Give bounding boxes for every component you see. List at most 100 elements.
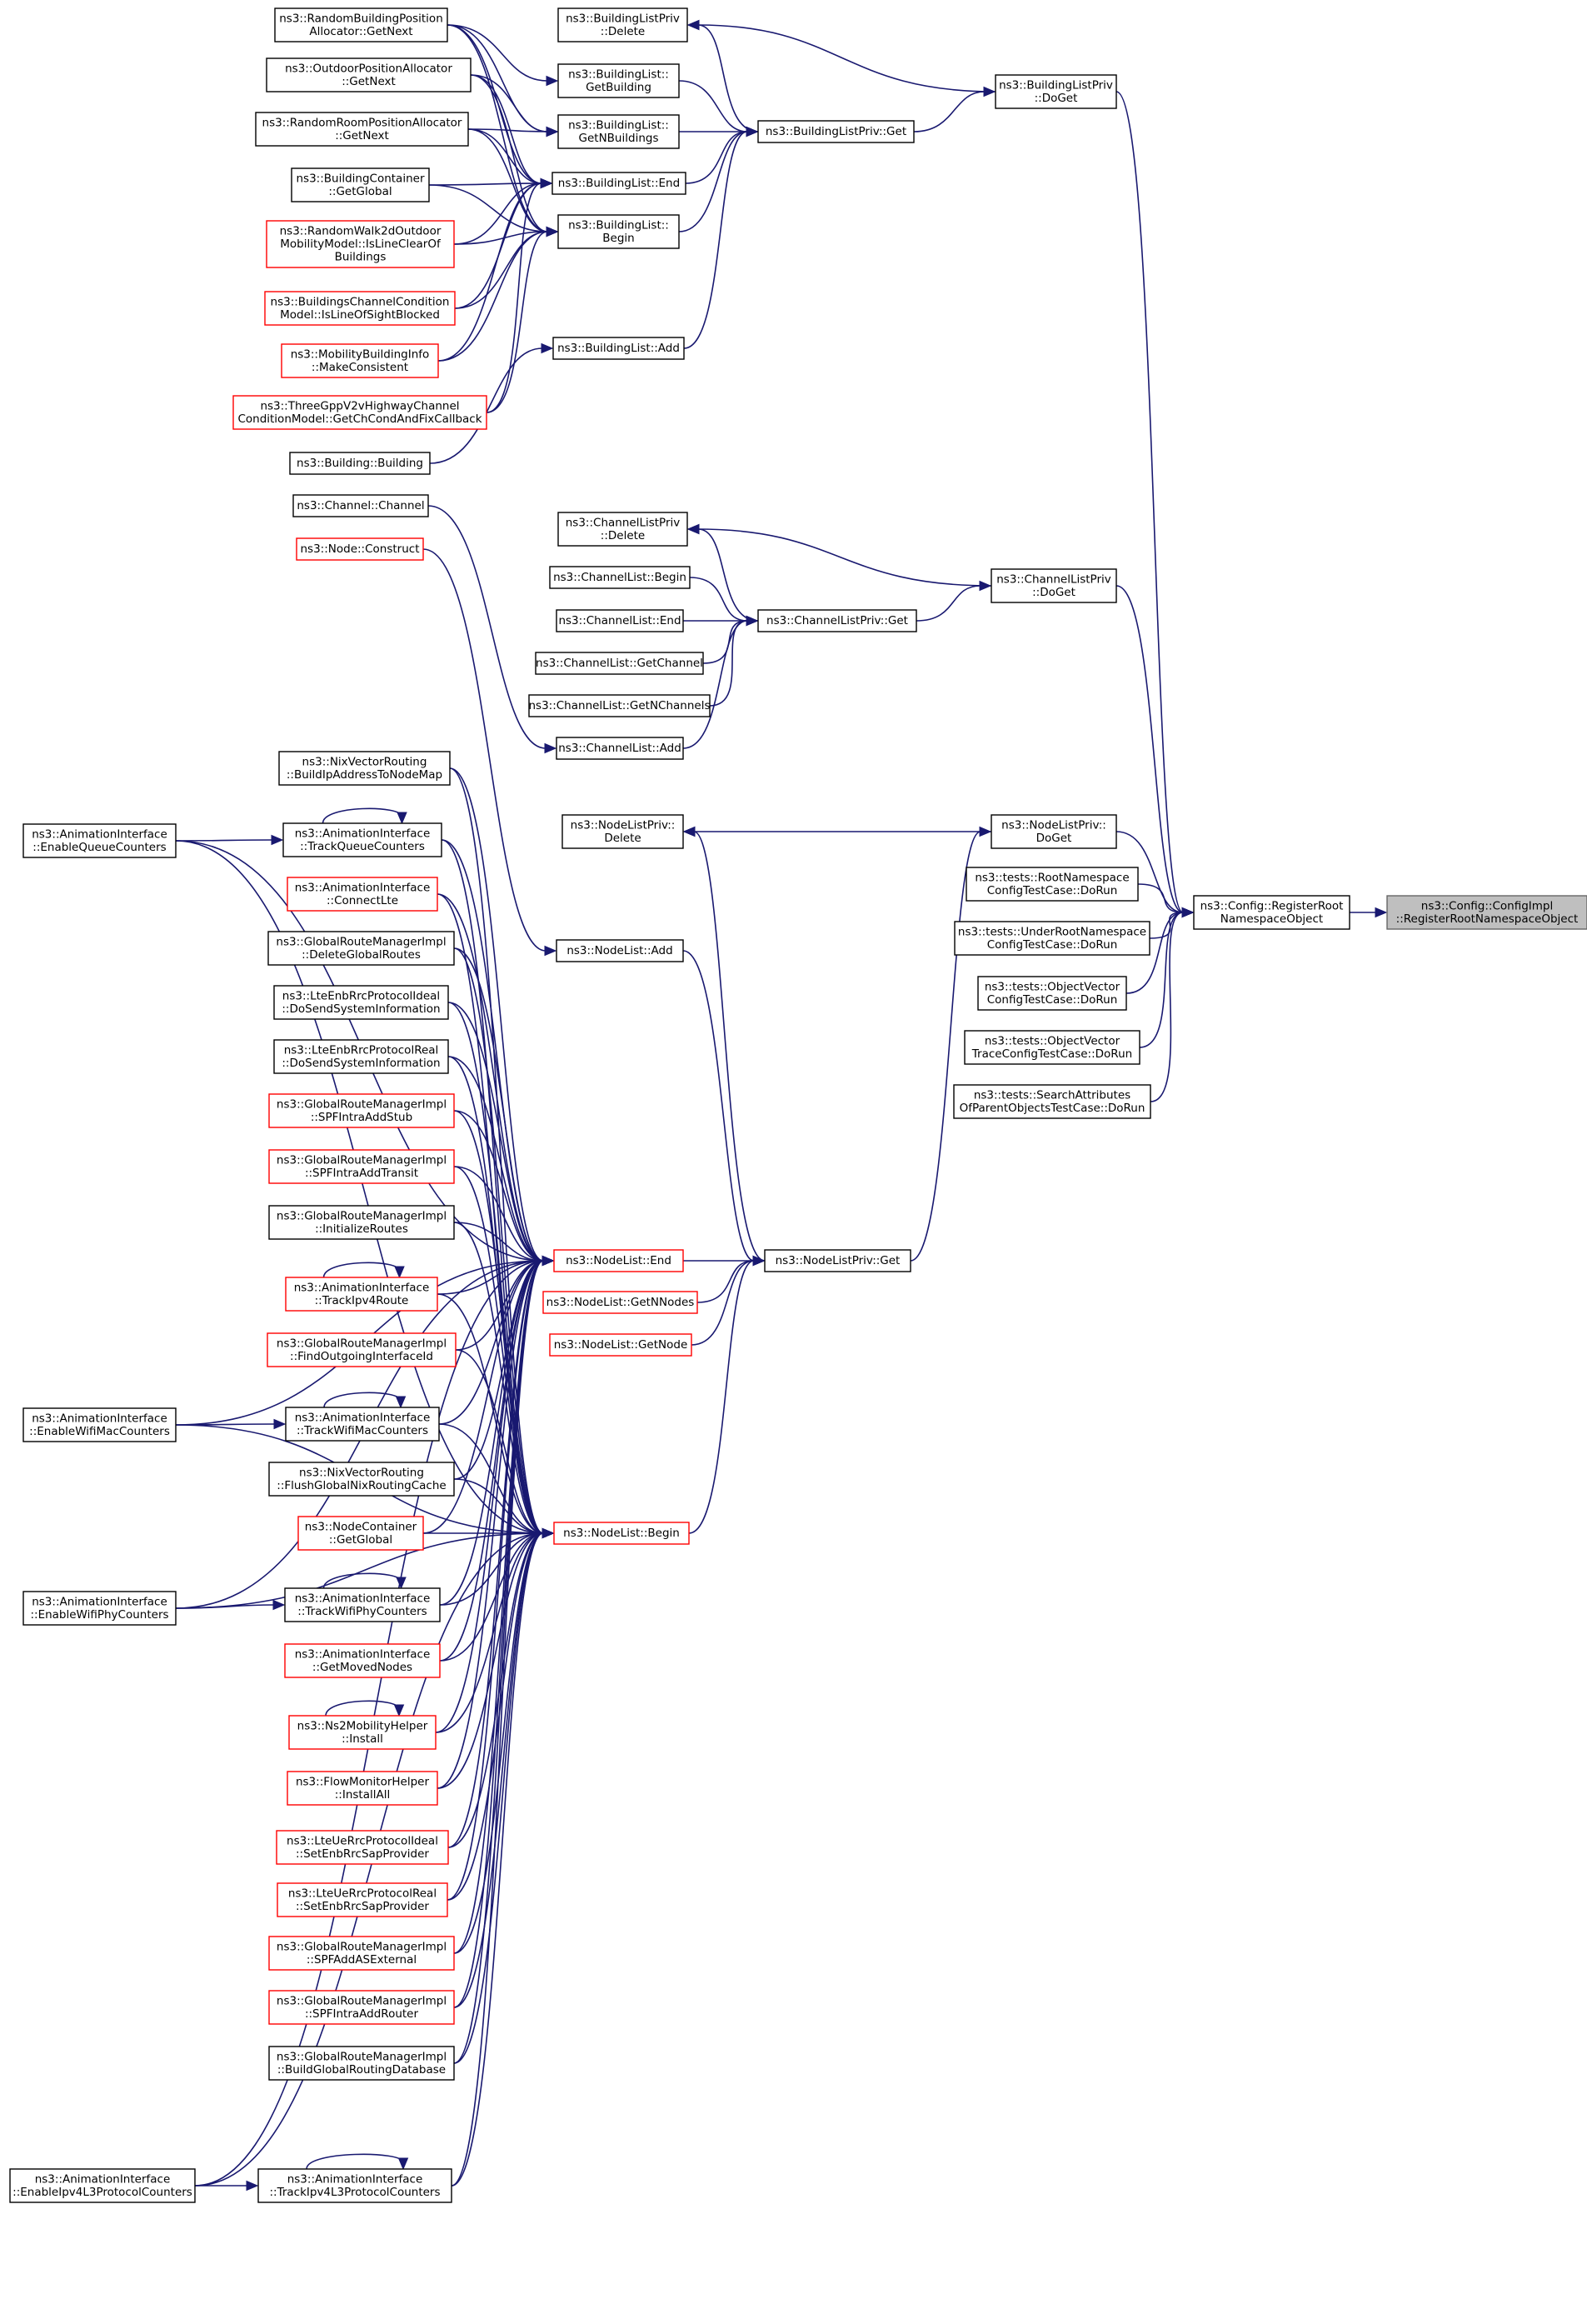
node-blp-get[interactable]: ns3::BuildingListPriv::Get [757, 120, 915, 143]
node-label: ns3::LteUeRrcProtocolReal [288, 1887, 437, 1900]
edge-grm_transit-to-nl_end [453, 1166, 544, 1262]
edge-ai_eqc-to-ai_tqc [175, 839, 273, 842]
node-box [267, 931, 455, 966]
node-ai-ewpc[interactable]: ns3::AnimationInterface::EnableWifiPhyCo… [22, 1591, 177, 1626]
node-mbi[interactable]: ns3::MobilityBuildingInfo::MakeConsisten… [281, 343, 439, 378]
node-channel[interactable]: ns3::Channel::Channel [292, 494, 429, 517]
node-bl-begin[interactable]: ns3::BuildingList::Begin [557, 214, 680, 249]
node-nl-getn[interactable]: ns3::NodeList::GetNNodes [542, 1291, 698, 1314]
edge-blp_get-to-blp_delete [697, 24, 759, 132]
arrowhead [746, 126, 759, 137]
node-bl-getn[interactable]: ns3::BuildingList::GetNBuildings [557, 114, 680, 149]
node-nc-global[interactable]: ns3::NodeContainer::GetGlobal [297, 1516, 424, 1551]
node-clp-delete[interactable]: ns3::ChannelListPriv::Delete [557, 512, 688, 547]
node-cl-getchannel[interactable]: ns3::ChannelList::GetChannel [535, 652, 704, 675]
node-label: ns3::Channel::Channel [297, 499, 424, 512]
node-nix-flush[interactable]: ns3::NixVectorRouting::FlushGlobalNixRou… [268, 1462, 455, 1497]
node-bl-end[interactable]: ns3::BuildingList::End [551, 172, 686, 195]
node-label: ::DoGet [1032, 586, 1075, 599]
node-nlp-doget[interactable]: ns3::NodeListPriv::DoGet [991, 814, 1117, 849]
self-loop-ai_twmc [323, 1392, 402, 1408]
node-ai-tip4[interactable]: ns3::AnimationInterface::TrackIpv4Route [285, 1277, 438, 1312]
node-cl-add[interactable]: ns3::ChannelList::Add [556, 737, 684, 760]
node-nl-end[interactable]: ns3::NodeList::End [553, 1249, 684, 1272]
node-nlp-get[interactable]: ns3::NodeListPriv::Get [764, 1249, 911, 1272]
node-rw2d[interactable]: ns3::RandomWalk2dOutdoorMobilityModel::I… [266, 220, 455, 268]
node-t-under[interactable]: ns3::tests::UnderRootNamespaceConfigTest… [954, 921, 1150, 956]
node-fm[interactable]: ns3::FlowMonitorHelper::InstallAll [287, 1771, 438, 1806]
node-lte-ideal-sys[interactable]: ns3::LteEnbRrcProtocolIdeal::DoSendSyste… [273, 985, 449, 1020]
node-label: Allocator::GetNext [309, 25, 412, 38]
edge-ai_eqc-to-nl_begin [175, 840, 544, 1534]
node-grm-init[interactable]: ns3::GlobalRouteManagerImpl::InitializeR… [268, 1205, 455, 1240]
node-box [257, 2168, 452, 2203]
node-label: ::Delete [601, 25, 645, 38]
node-t-ovt[interactable]: ns3::tests::ObjectVectorTraceConfigTestC… [964, 1030, 1140, 1065]
node-bl-add[interactable]: ns3::BuildingList::Add [552, 337, 685, 360]
edge-bl_begin-to-blp_get [678, 131, 748, 232]
node-ai-clte[interactable]: ns3::AnimationInterface::ConnectLte [287, 877, 438, 912]
node-ns2[interactable]: ns3::Ns2MobilityHelper::Install [288, 1715, 437, 1750]
node-box [953, 1084, 1151, 1119]
node-grm-build[interactable]: ns3::GlobalRouteManagerImpl::BuildGlobal… [268, 2046, 455, 2081]
node-clp-get[interactable]: ns3::ChannelListPriv::Get [757, 609, 917, 632]
node-cl-getn[interactable]: ns3::ChannelList::GetNChannels [528, 694, 711, 717]
node-ai-tl3[interactable]: ns3::AnimationInterface::TrackIpv4L3Prot… [257, 2168, 452, 2203]
node-t-search[interactable]: ns3::tests::SearchAttributesOfParentObje… [953, 1084, 1151, 1119]
node-label: ns3::ChannelListPriv::Get [766, 614, 908, 627]
node-ai-twpc[interactable]: ns3::AnimationInterface::TrackWifiPhyCou… [284, 1587, 441, 1622]
node-grm-transit[interactable]: ns3::GlobalRouteManagerImpl::SPFIntraAdd… [268, 1149, 455, 1184]
node-nix-build[interactable]: ns3::NixVectorRouting::BuildIpAddressToN… [278, 751, 451, 786]
node-three[interactable]: ns3::ThreeGppV2vHighwayChannelConditionM… [232, 395, 487, 430]
node-node-construct[interactable]: ns3::Node::Construct [296, 537, 424, 561]
node-lte-real-sys[interactable]: ns3::LteEnbRrcProtocolReal::DoSendSystem… [273, 1039, 449, 1074]
node-cl-end[interactable]: ns3::ChannelList::End [556, 609, 684, 632]
node-grm-find[interactable]: ns3::GlobalRouteManagerImpl::FindOutgoin… [267, 1332, 457, 1367]
edge-rbpa-to-bl_begin [447, 24, 548, 232]
node-bcc[interactable]: ns3::BuildingsChannelConditionModel::IsL… [264, 291, 456, 326]
node-grm-del[interactable]: ns3::GlobalRouteManagerImpl::DeleteGloba… [267, 931, 455, 966]
node-grm-router[interactable]: ns3::GlobalRouteManagerImpl::SPFIntraAdd… [268, 1990, 455, 2025]
node-nl-getnode[interactable]: ns3::NodeList::GetNode [549, 1333, 692, 1357]
node-clp-doget[interactable]: ns3::ChannelListPriv::DoGet [991, 568, 1117, 603]
node-ai-tqc[interactable]: ns3::AnimationInterface::TrackQueueCount… [282, 822, 442, 857]
node-label: ::FindOutgoingInterfaceId [290, 1350, 433, 1363]
node-label: ::SetEnbRrcSapProvider [296, 1847, 429, 1861]
edge-blp_get-to-blp_doget [913, 91, 986, 132]
edge-lte_real_sap-to-nl_end [447, 1260, 544, 1901]
edge-clp_get-to-clp_doget [916, 585, 981, 622]
node-label: ::EnableWifiMacCounters [29, 1425, 170, 1438]
node-ai-gmn[interactable]: ns3::AnimationInterface::GetMovedNodes [284, 1643, 441, 1678]
node-blp-delete[interactable]: ns3::BuildingListPriv::Delete [557, 7, 688, 42]
node-rbpa[interactable]: ns3::RandomBuildingPositionAllocator::Ge… [274, 7, 448, 42]
node-cfg-impl[interactable]: ns3::Config::ConfigImpl::RegisterRootNam… [1386, 895, 1587, 930]
node-t-root[interactable]: ns3::tests::RootNamespaceConfigTestCase:… [966, 867, 1139, 902]
node-nl-add[interactable]: ns3::NodeList::Add [556, 939, 684, 962]
node-label: ns3::NodeListPriv:: [1001, 818, 1106, 832]
node-label: ::SPFIntraAddStub [311, 1111, 412, 1124]
node-grm-ext[interactable]: ns3::GlobalRouteManagerImpl::SPFAddASExt… [268, 1936, 455, 1971]
node-ai-eqc[interactable]: ns3::AnimationInterface::EnableQueueCoun… [22, 823, 177, 858]
node-blp-doget[interactable]: ns3::BuildingListPriv::DoGet [995, 74, 1117, 109]
node-nl-begin[interactable]: ns3::NodeList::Begin [553, 1522, 690, 1545]
node-ai-el3[interactable]: ns3::AnimationInterface::EnableIpv4L3Pro… [9, 2168, 196, 2203]
node-cl-begin[interactable]: ns3::ChannelList::Begin [549, 566, 691, 589]
node-grm-stub[interactable]: ns3::GlobalRouteManagerImpl::SPFIntraAdd… [268, 1093, 455, 1128]
node-ai-twmc[interactable]: ns3::AnimationInterface::TrackWifiMacCou… [285, 1407, 440, 1442]
node-cfg-reg[interactable]: ns3::Config::RegisterRootNamespaceObject [1193, 895, 1350, 930]
node-opa[interactable]: ns3::OutdoorPositionAllocator::GetNext [266, 57, 472, 92]
node-box [284, 1643, 441, 1678]
node-building[interactable]: ns3::Building::Building [289, 452, 431, 475]
node-lte-real-sap[interactable]: ns3::LteUeRrcProtocolReal::SetEnbRrcSapP… [277, 1882, 448, 1917]
node-bc-global[interactable]: ns3::BuildingContainer::GetGlobal [291, 167, 430, 202]
node-ai-ewmc[interactable]: ns3::AnimationInterface::EnableWifiMacCo… [22, 1407, 177, 1442]
node-rrpa[interactable]: ns3::RandomRoomPositionAllocator::GetNex… [255, 112, 469, 147]
node-lte-ideal-sap[interactable]: ns3::LteUeRrcProtocolIdeal::SetEnbRrcSap… [276, 1830, 449, 1865]
node-bl-getbuilding[interactable]: ns3::BuildingList::GetBuilding [557, 63, 680, 98]
node-t-ov[interactable]: ns3::tests::ObjectVectorConfigTestCase::… [977, 976, 1127, 1011]
node-box [954, 921, 1150, 956]
node-label: ::DoGet [1035, 92, 1078, 105]
edge-cl_getn-to-clp_get [709, 620, 748, 707]
node-label: ns3::AnimationInterface [287, 2172, 423, 2186]
node-nlp-delete[interactable]: ns3::NodeListPriv::Delete [561, 814, 684, 849]
